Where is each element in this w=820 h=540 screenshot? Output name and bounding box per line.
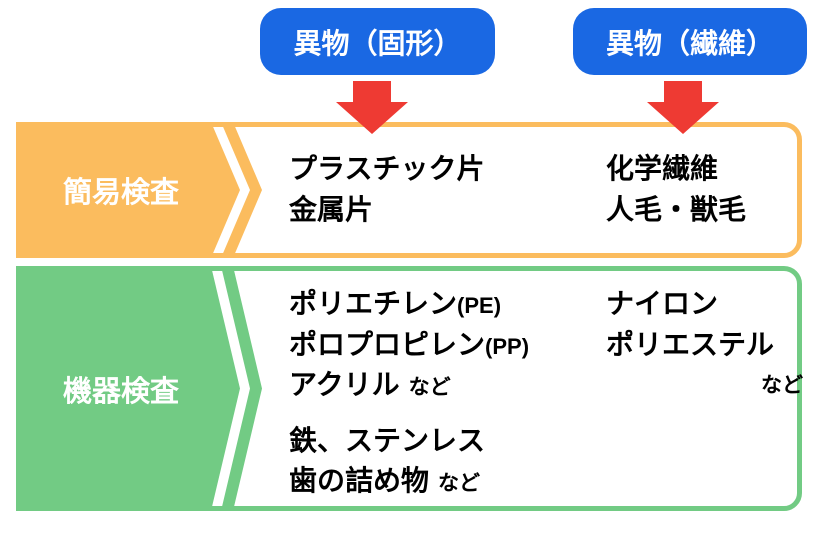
item-text: 鉄、ステンレス (289, 424, 486, 456)
down-arrow-icon (647, 81, 719, 134)
solid-items-column: ポリエチレン(PE) ポロプロピレン(PP) アクリルなど 鉄、ステンレス 歯の… (273, 271, 593, 506)
row-label: 機器検査 (62, 375, 179, 408)
etc-suffix: など (438, 472, 481, 496)
plastic-items-group: ポリエチレン(PE) ポロプロピレン(PP) アクリルなど (289, 284, 593, 406)
item-text: 歯の詰め物など (289, 465, 481, 497)
item-text: 化学繊維 (606, 153, 719, 185)
material-code: (PP) (485, 333, 530, 359)
instrument-inspection-row: 機器検査 ポリエチレン(PE) ポロプロピレン(PP) アクリルなど 鉄、ステン… (16, 266, 803, 511)
item-text: ポロプロピレン(PP) (289, 328, 530, 360)
fiber-items-column: 化学繊維 人毛・獣毛 (606, 127, 813, 253)
fiber-items-column: ナイロン ポリエステル など (606, 271, 813, 506)
label-chevron-shape (16, 122, 262, 258)
item-text: アクリルなど (289, 369, 451, 401)
badge-foreign-matter-solid: 異物（固形） (260, 8, 495, 75)
solid-items-column: プラスチック片 金属片 (273, 127, 593, 253)
down-arrow-icon (336, 81, 408, 134)
badge-label: 異物（繊維） (605, 27, 774, 59)
row-label: 簡易検査 (62, 177, 179, 209)
etc-suffix: など (761, 374, 803, 398)
label-chevron-shape (16, 266, 262, 511)
item-text: 人毛・獣毛 (606, 194, 747, 225)
item-text: ポリエステル (606, 328, 775, 360)
item-text: 金属片 (289, 194, 374, 225)
item-text: ナイロン (606, 288, 719, 319)
material-code: (PE) (457, 293, 502, 318)
item-text: プラスチック片 (289, 153, 485, 185)
etc-suffix: など (408, 376, 451, 400)
badge-label: 異物（固形） (293, 27, 462, 59)
simple-inspection-row: 簡易検査 プラスチック片 金属片 化学繊維 人毛・獣毛 (16, 122, 802, 258)
metal-items-group: 鉄、ステンレス 歯の詰め物など (289, 421, 593, 502)
badge-foreign-matter-fiber: 異物（繊維） (573, 8, 807, 75)
item-text: ポリエチレン(PE) (289, 288, 502, 319)
